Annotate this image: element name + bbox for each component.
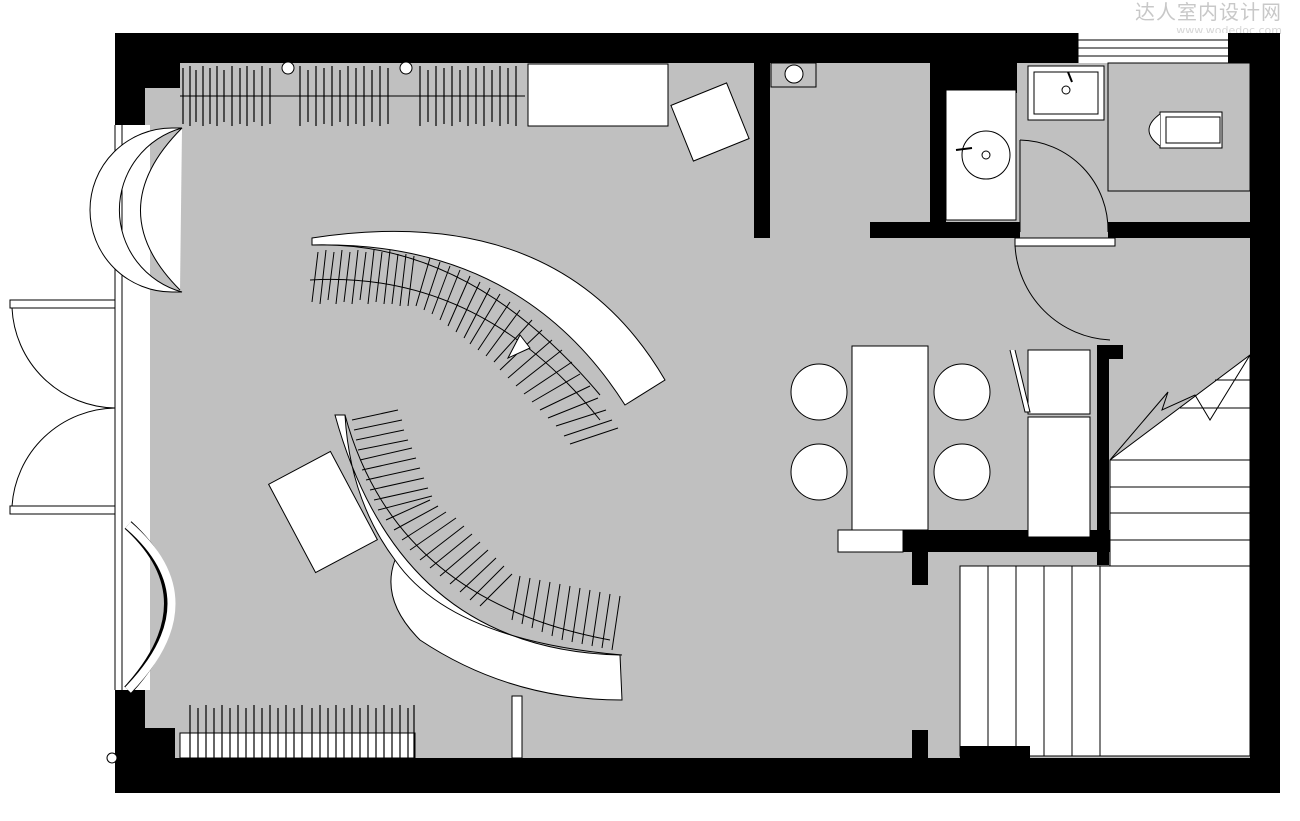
watermark-url: www.wodedoc.com [1176,24,1282,37]
curved-display-rack-upper [309,230,666,445]
cash-counter [1027,416,1091,538]
staircase [959,565,1251,757]
curved-display-rack-lower [334,409,623,701]
stool-4 [933,443,991,501]
washroom-sink [961,130,1011,180]
clothing-rail-bottom [179,705,416,759]
cabinet [1027,349,1091,415]
fitting-bench-left [267,450,379,574]
display-shelf-top [527,63,669,127]
counter-end [837,529,904,553]
partition-wall-storage [754,63,770,238]
door-storage [1014,244,1111,341]
pillar-bottom-left [115,690,145,758]
stair-treads [987,566,1101,756]
door-washroom [1019,139,1109,233]
fitting-bench-top [670,82,750,162]
toilet [1148,111,1223,149]
stool-1 [790,363,848,421]
pillar-top-left [115,63,145,125]
curved-partition-top [89,127,183,293]
stool-3 [790,443,848,501]
clothing-rail-top [180,61,525,126]
counter-table [851,345,929,531]
watermark-site-name: 达人室内设计网 [1135,0,1282,24]
stair-break-line [1109,354,1251,461]
watermark: 达人室内设计网 www.wodedoc.com [1135,2,1282,36]
post-bottom [511,695,523,759]
stool-2 [933,363,991,421]
entrance-door-left [9,299,116,515]
storage-basin [784,64,804,84]
